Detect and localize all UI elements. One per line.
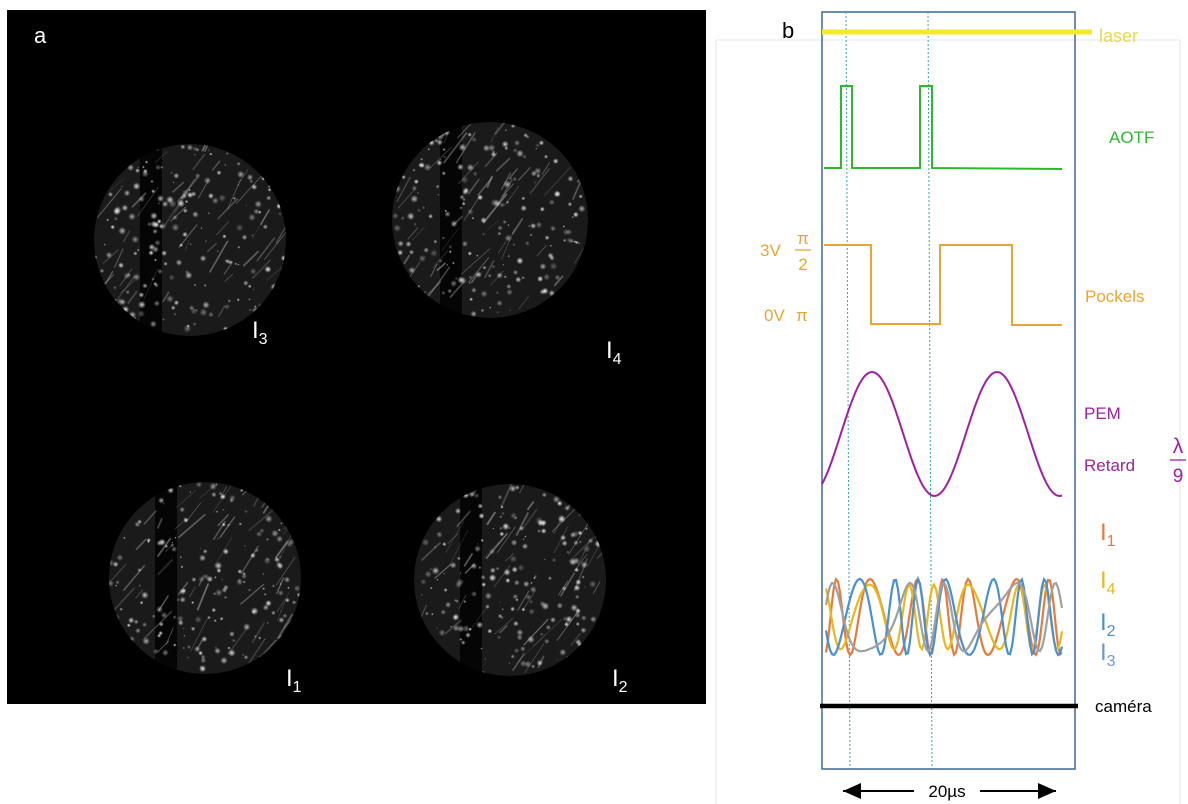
pockels-label: Pockels (1085, 287, 1145, 306)
panel-a: a I3 I4 I1 I2 (7, 10, 706, 704)
pockels-low-voltage: 0V (764, 306, 785, 325)
trace-grey (824, 581, 1064, 654)
image-i2 (414, 484, 606, 676)
label-i1: I1 (286, 665, 302, 696)
pockels-low-phase: π (796, 306, 808, 325)
pockels-high-phase-den: 2 (798, 255, 807, 274)
panel-b-label: b (782, 18, 794, 43)
image-i4 (392, 122, 588, 318)
pem-label: PEM (1084, 404, 1121, 423)
retard-fraction-den: 9 (1173, 466, 1184, 487)
retard-label: Retard (1084, 456, 1135, 475)
aotf-signal (824, 85, 1063, 170)
trace-i2 (824, 575, 1064, 658)
trace-label-i4: I4 (1100, 567, 1116, 598)
panel-b: b laser AOTF Pockels 3V π 2 0V π PEM Ret… (715, 11, 1186, 804)
panel-a-label: a (34, 23, 47, 48)
aotf-label: AOTF (1109, 128, 1154, 147)
trace-label-i2: I2 (1100, 609, 1116, 640)
trace-label-i1: I1 (1100, 519, 1116, 550)
laser-label: laser (1099, 26, 1138, 46)
pockels-high-voltage: 3V (760, 241, 781, 260)
time-span-label: 20µs (928, 782, 965, 801)
label-i3: I3 (252, 317, 268, 348)
timing-frame (821, 11, 1076, 770)
pockels-high-phase-num: π (797, 229, 809, 248)
trace-label-i3: I3 (1100, 639, 1116, 670)
image-i3 (94, 144, 286, 336)
label-i2: I2 (612, 665, 628, 696)
image-i1 (109, 482, 301, 674)
pockels-signal (824, 244, 1062, 326)
retard-fraction-num: λ (1173, 435, 1184, 458)
pem-signal (821, 370, 1063, 498)
label-i4: I4 (606, 337, 622, 368)
camera-label: caméra (1095, 697, 1152, 716)
